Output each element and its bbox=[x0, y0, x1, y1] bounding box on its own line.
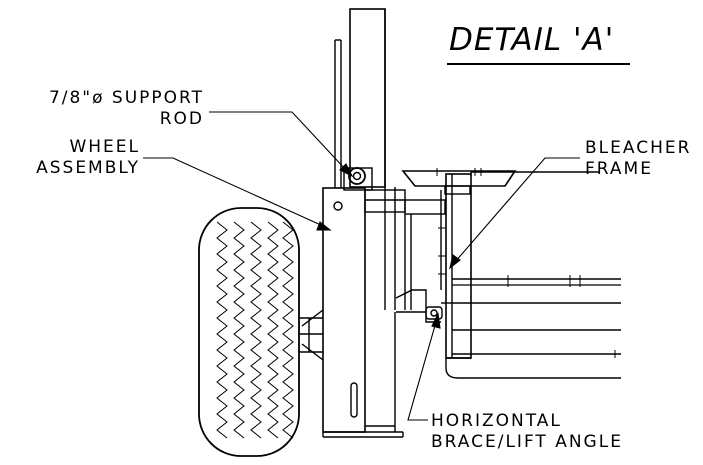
bleacher-frame-label-line1: BLEACHER bbox=[585, 138, 692, 158]
wheel-assembly-label: WHEEL ASSEMBLY bbox=[0, 137, 140, 179]
support-rod bbox=[343, 167, 373, 191]
horizontal-brace-label-line2: BRACE/LIFT ANGLE bbox=[431, 432, 623, 452]
bleacher-frame-label-line2: FRAME bbox=[585, 159, 653, 179]
tire bbox=[198, 207, 300, 457]
wheel-assembly-label-line2: ASSEMBLY bbox=[36, 158, 140, 178]
support-rod-label-line2: ROD bbox=[159, 109, 204, 129]
wheel-assembly-post bbox=[322, 187, 404, 438]
wheel-hub bbox=[299, 309, 324, 361]
frame-beams bbox=[436, 168, 621, 379]
horizontal-brace-label-line1: HORIZONTAL bbox=[431, 411, 562, 431]
leader-lines bbox=[143, 111, 580, 421]
support-rod-label-line1: 7/8"ø SUPPORT bbox=[48, 88, 204, 108]
lift-tube bbox=[334, 8, 396, 310]
mounting-bracket bbox=[364, 189, 446, 310]
tire-tread bbox=[216, 221, 294, 439]
horizontal-brace-label: HORIZONTAL BRACE/LIFT ANGLE bbox=[431, 411, 623, 453]
brace-lift-angle bbox=[395, 289, 452, 323]
bleacher-frame-label: BLEACHER FRAME bbox=[585, 138, 691, 180]
seat-plate bbox=[401, 170, 517, 195]
detail-title: DETAIL 'A' bbox=[449, 22, 615, 58]
support-rod-label: 7/8"ø SUPPORT ROD bbox=[0, 88, 204, 130]
wheel-assembly-label-line1: WHEEL bbox=[69, 137, 140, 157]
title-underline bbox=[447, 63, 630, 65]
